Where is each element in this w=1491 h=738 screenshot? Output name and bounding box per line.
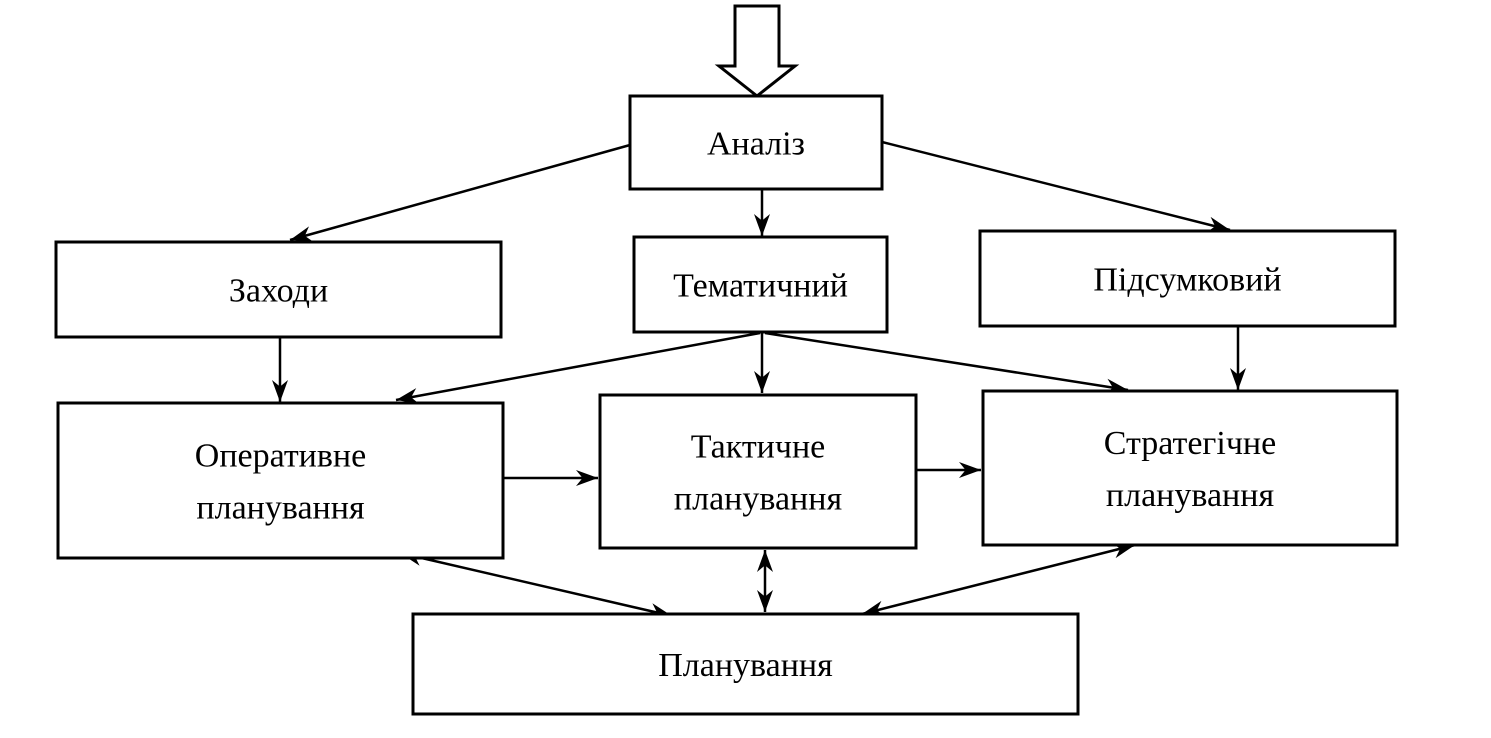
node-tactical: Тактичне планування xyxy=(598,393,918,550)
node-label: Планування xyxy=(658,647,833,684)
edge-tactical-to-strategic xyxy=(916,462,981,478)
edge-tactical-to-planning xyxy=(757,550,773,612)
node-label: Тематичний xyxy=(673,268,848,305)
node-box xyxy=(54,240,503,339)
node-planning: Планування xyxy=(411,612,1080,716)
arrowhead-icon xyxy=(757,590,773,612)
edge-summary-to-strategic xyxy=(1230,326,1246,390)
edge-operational-to-tactical xyxy=(503,470,598,486)
arrowhead-icon xyxy=(959,462,981,478)
edge-operational-to-planning xyxy=(399,550,673,619)
node-label: Аналіз xyxy=(707,126,805,163)
node-thematic: Тематичний xyxy=(632,235,889,334)
edge-line xyxy=(861,543,1136,616)
node-analysis: Аналіз xyxy=(628,94,884,191)
node-summary: Підсумковий xyxy=(978,229,1397,328)
arrowhead-icon xyxy=(757,550,773,572)
node-label: Тактичне xyxy=(691,429,826,466)
edge-analysis-to-thematic xyxy=(754,189,770,236)
edge-analysis-to-measures xyxy=(289,143,631,242)
node-box xyxy=(632,235,889,334)
edge-analysis-to-summary xyxy=(881,140,1231,233)
edge-line xyxy=(289,143,631,242)
edge-strategic-to-planning xyxy=(861,542,1136,617)
arrowhead-icon xyxy=(290,226,314,242)
arrowhead-icon xyxy=(576,470,598,486)
node-operational: Оперативне планування xyxy=(56,401,505,560)
edge-input-to-analysis xyxy=(714,4,800,98)
node-label: Стратегічне xyxy=(1104,425,1276,462)
edge-thematic-to-strategic xyxy=(764,331,1129,395)
node-box xyxy=(56,401,505,560)
node-box xyxy=(411,612,1080,716)
edge-thematic-to-operational xyxy=(395,331,761,404)
node-label: планування xyxy=(674,481,843,518)
node-box xyxy=(981,389,1399,547)
node-box xyxy=(978,229,1397,328)
node-label: Оперативне xyxy=(195,438,366,475)
input-block-arrow-icon xyxy=(714,4,800,98)
arrowhead-icon xyxy=(1230,368,1246,390)
node-label: планування xyxy=(1106,477,1275,514)
node-strategic: Стратегічне планування xyxy=(981,389,1399,547)
arrowhead-icon xyxy=(754,214,770,236)
node-label: Підсумковий xyxy=(1093,262,1281,299)
arrowhead-icon xyxy=(272,380,288,402)
edge-line xyxy=(395,331,761,402)
edge-line xyxy=(399,551,673,618)
edge-thematic-to-tactical xyxy=(754,333,770,393)
edges-layer xyxy=(272,4,1246,619)
arrowhead-icon xyxy=(754,371,770,393)
edge-line xyxy=(764,331,1129,392)
node-measures: Заходи xyxy=(54,240,503,339)
node-label: Заходи xyxy=(229,273,328,310)
arrowhead-icon xyxy=(1206,216,1230,233)
node-box xyxy=(598,393,918,550)
node-box xyxy=(628,94,884,191)
edge-measures-to-operational xyxy=(272,337,288,402)
edge-line xyxy=(881,140,1231,232)
node-label: планування xyxy=(196,490,365,527)
arrowhead-icon xyxy=(396,388,420,404)
